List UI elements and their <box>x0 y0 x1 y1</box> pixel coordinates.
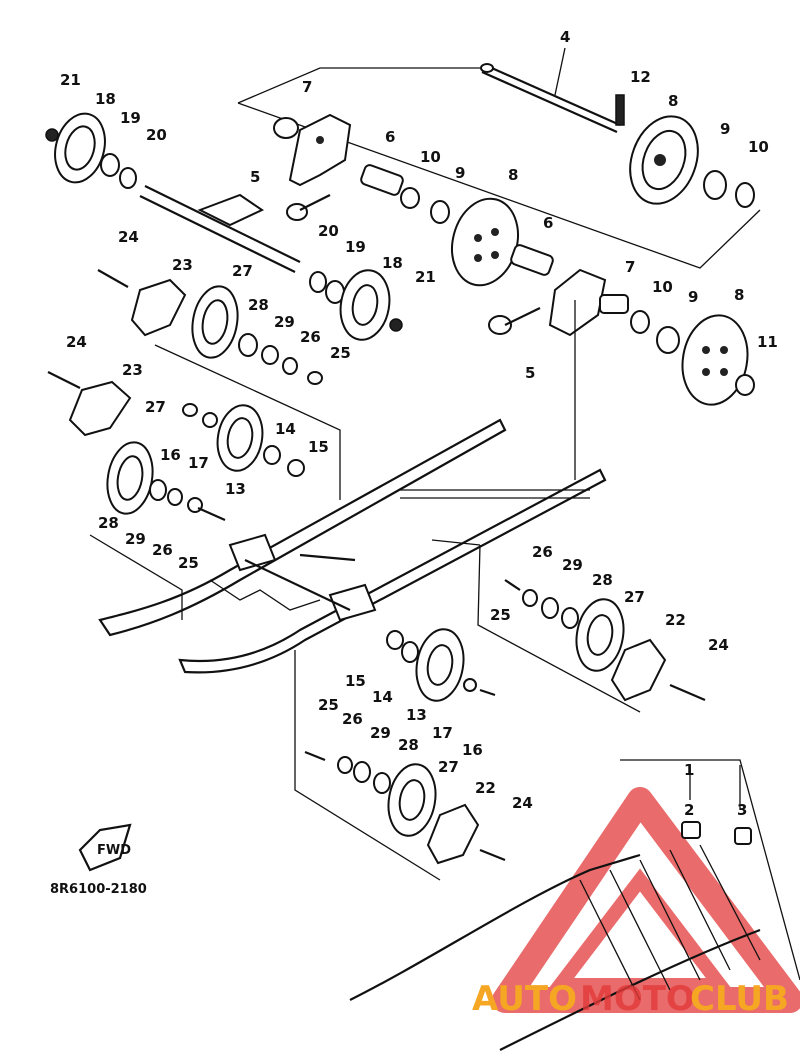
axle-upper <box>139 185 301 273</box>
label-2: 2 <box>684 801 694 819</box>
label-10b: 10 <box>748 138 769 156</box>
label-8: 8 <box>508 166 518 184</box>
label-28c: 28 <box>592 571 613 589</box>
front-marker-text: FWD <box>97 843 131 858</box>
label-13a: 13 <box>225 480 246 498</box>
diagram-code: 8R6100-2180 <box>50 882 147 897</box>
label-25a: 25 <box>330 344 351 362</box>
label-26d: 26 <box>342 710 363 728</box>
label-4: 4 <box>560 28 570 46</box>
label-14a: 14 <box>275 420 296 438</box>
label-17a: 17 <box>188 454 209 472</box>
label-10: 10 <box>420 148 441 166</box>
label-19b: 19 <box>345 238 366 256</box>
label-20b: 20 <box>318 222 339 240</box>
top-group-outline <box>237 67 761 269</box>
label-29b: 29 <box>125 530 146 548</box>
label-26c: 26 <box>532 543 553 561</box>
label-7: 7 <box>302 78 312 96</box>
label-25b: 25 <box>178 554 199 572</box>
label-6: 6 <box>385 128 395 146</box>
label-9: 9 <box>455 164 465 182</box>
label-27d: 27 <box>438 758 459 776</box>
label-14b: 14 <box>372 688 393 706</box>
label-28a: 28 <box>248 296 269 314</box>
front-marker: FWD <box>78 823 132 872</box>
label-6b: 6 <box>543 214 553 232</box>
wheel-18-middle <box>309 269 403 341</box>
wheel-8-right <box>681 314 755 406</box>
label-16a: 16 <box>160 446 181 464</box>
spacer-6-top <box>360 164 450 224</box>
label-24b: 24 <box>66 333 87 351</box>
label-24c: 24 <box>708 636 729 654</box>
watermark-auto: AUTO <box>472 979 577 1019</box>
group-right <box>477 544 706 713</box>
label-18b: 18 <box>382 254 403 272</box>
label-5: 5 <box>250 168 260 186</box>
label-23b: 23 <box>122 361 143 379</box>
label-3: 3 <box>737 801 747 819</box>
label-27b: 27 <box>145 398 166 416</box>
label-22a: 22 <box>665 611 686 629</box>
track <box>349 759 800 1051</box>
label-28d: 28 <box>398 736 419 754</box>
label-24d: 24 <box>512 794 533 812</box>
label-15b: 15 <box>345 672 366 690</box>
label-1: 1 <box>684 761 694 779</box>
group-bottom <box>294 628 506 881</box>
watermark-logo <box>492 787 800 1013</box>
label-17b: 17 <box>432 724 453 742</box>
label-28b: 28 <box>98 514 119 532</box>
label-26a: 26 <box>300 328 321 346</box>
label-13b: 13 <box>406 706 427 724</box>
spacer-6-middle <box>488 244 680 354</box>
slide-rail-frame <box>98 300 607 674</box>
label-9b: 9 <box>720 120 730 138</box>
wheel-18-left <box>45 112 137 189</box>
label-8c: 8 <box>734 286 744 304</box>
bracket-top <box>273 113 352 221</box>
wheel-8-top <box>629 115 755 208</box>
label-27c: 27 <box>624 588 645 606</box>
group-left-2 <box>47 371 305 620</box>
label-21: 21 <box>60 71 81 89</box>
group-left-1 <box>97 269 341 500</box>
label-27a: 27 <box>232 262 253 280</box>
label-9c: 9 <box>688 288 698 306</box>
label-7b: 7 <box>625 258 635 276</box>
label-11: 11 <box>757 333 778 351</box>
label-26b: 26 <box>152 541 173 559</box>
label-10c: 10 <box>652 278 673 296</box>
label-29d: 29 <box>370 724 391 742</box>
label-24a: 24 <box>118 228 139 246</box>
watermark-club: CLUB <box>690 979 789 1019</box>
shaft-4 <box>480 47 621 134</box>
label-8b: 8 <box>668 92 678 110</box>
label-29a: 29 <box>274 313 295 331</box>
label-29c: 29 <box>562 556 583 574</box>
label-16b: 16 <box>462 741 483 759</box>
watermark-text: AUTO MOTO CLUB <box>472 979 789 1019</box>
label-20: 20 <box>146 126 167 144</box>
part-labels: 21 18 19 20 7 5 6 10 9 8 4 12 8 9 10 20 … <box>60 28 778 819</box>
label-15a: 15 <box>308 438 329 456</box>
label-5b: 5 <box>525 364 535 382</box>
label-19: 19 <box>120 109 141 127</box>
label-25d: 25 <box>318 696 339 714</box>
label-12: 12 <box>630 68 651 86</box>
bolt-12 <box>615 94 625 126</box>
label-25c: 25 <box>490 606 511 624</box>
watermark-moto: MOTO <box>580 979 695 1019</box>
wheel-8-middle <box>451 197 519 287</box>
label-23a: 23 <box>172 256 193 274</box>
label-21b: 21 <box>415 268 436 286</box>
label-18: 18 <box>95 90 116 108</box>
label-22b: 22 <box>475 779 496 797</box>
